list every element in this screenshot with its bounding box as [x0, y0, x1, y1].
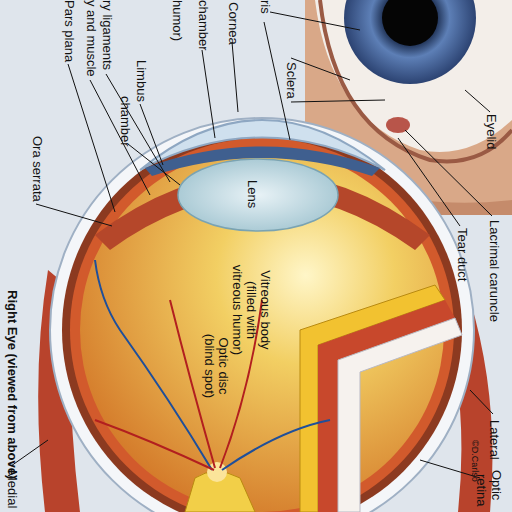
photo-caruncle	[386, 117, 410, 133]
lens-shape	[178, 159, 338, 231]
part-label: Eyelid	[484, 114, 498, 149]
part-label: ©D.Carlso	[470, 440, 480, 482]
part-label: Limbus	[134, 60, 148, 102]
photo-iris	[344, 0, 476, 84]
retinal-vessels	[95, 260, 330, 470]
vein	[95, 260, 212, 470]
part-label: Lacrimal caruncle	[487, 220, 501, 322]
part-label: humor)	[170, 0, 184, 41]
part-label: Sclera	[284, 62, 298, 99]
part-label: Pars plana	[62, 0, 76, 62]
photo-pupil	[382, 0, 438, 46]
leader-line	[465, 90, 490, 112]
leader-line	[68, 64, 115, 212]
part-label: Optic disc (blind spot)	[202, 330, 230, 402]
leader-line	[405, 130, 492, 216]
part-label: chamber	[118, 96, 132, 147]
part-label: Tear duct	[455, 228, 469, 281]
vein	[222, 420, 330, 470]
cutaway-layer	[338, 318, 462, 512]
part-label: Ora serrata	[30, 136, 44, 202]
leader-line	[202, 50, 215, 138]
leader-line	[291, 100, 385, 102]
choroid-shape	[62, 130, 462, 512]
part-label: chamber	[196, 0, 210, 51]
part-label: Lateral	[487, 420, 501, 460]
part-label: Vitreous body (filled with vitreous humo…	[230, 262, 272, 358]
diagram-title: Right Eye (viewed from above)	[5, 290, 19, 479]
part-label: Cornea	[226, 2, 240, 45]
leader-line	[470, 390, 493, 414]
part-label: ry ligaments	[100, 0, 114, 70]
leader-line	[128, 144, 180, 185]
leader-line	[232, 42, 238, 112]
part-label: Lens	[245, 180, 259, 208]
leader-line	[36, 204, 112, 226]
sclera-shape	[50, 118, 474, 512]
artery	[95, 420, 214, 470]
leader-line	[291, 58, 350, 80]
part-label: y and muscle	[84, 0, 98, 77]
leader-line	[270, 12, 360, 30]
leader-line	[398, 138, 460, 226]
part-label: ris	[258, 0, 272, 14]
leader-lines	[11, 12, 493, 478]
retina-shape	[70, 138, 454, 512]
part-label: Optic	[489, 470, 503, 500]
